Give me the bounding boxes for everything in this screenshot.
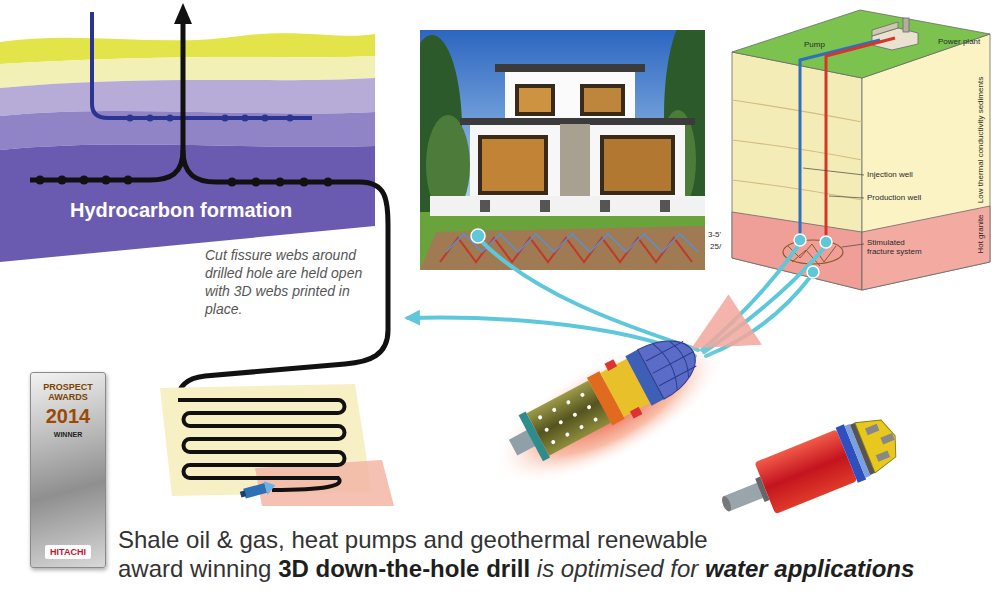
note-text: Cut fissure webs around drilled hole are… <box>205 246 367 318</box>
node-text: WINNER <box>54 431 82 438</box>
application-dots <box>471 229 832 278</box>
caption-text: is optimised for <box>537 554 698 583</box>
node-text: PROSPECT AWARDS <box>35 383 101 403</box>
well-pipes <box>783 38 895 266</box>
house-picture <box>420 30 705 270</box>
geology-panel <box>0 33 375 262</box>
part-name: Injection well <box>867 170 913 179</box>
part-name: Production well <box>867 193 921 202</box>
node-text: HITACHI <box>45 545 91 559</box>
part-name: Stimulated fracture system <box>867 238 931 256</box>
dimension-text: 3-5' <box>708 230 721 239</box>
layer-name: Hot granite <box>976 214 985 253</box>
award-trophy: PROSPECT AWARDS2014WINNER HITACHI <box>30 372 106 568</box>
drill-head-small <box>712 408 906 533</box>
geothermal-block <box>732 10 990 290</box>
application-arrows <box>408 240 824 356</box>
fracture-points <box>36 176 333 187</box>
layer-name: Low thermal conductivity sediments <box>976 77 985 203</box>
part-name: Pump <box>804 40 825 49</box>
ground-loop <box>160 384 394 506</box>
drill-head-large <box>473 290 778 513</box>
dimension-text: 25/ <box>710 242 721 251</box>
part-name: Power plant <box>938 37 980 46</box>
caption-line: Shale oil & gas, heat pumps and geotherm… <box>118 525 914 554</box>
caption-text: 3D down-the-hole drill <box>278 554 530 583</box>
caption-text: water applications <box>705 554 914 583</box>
drill-path <box>30 22 388 400</box>
caption-text: Shale oil & gas, heat pumps and geotherm… <box>118 525 708 554</box>
node-text: Hydrocarbon formation <box>70 198 292 222</box>
caption-text: award winning <box>118 554 271 583</box>
node-text: 2014 <box>46 405 91 427</box>
leader-lines <box>803 168 864 247</box>
caption-block: Shale oil & gas, heat pumps and geotherm… <box>118 525 914 584</box>
flow-arrowhead <box>174 3 192 24</box>
gas-well-pipe <box>92 12 312 122</box>
formation-band: Hydrocarbon formation <box>62 194 300 226</box>
caption-line: award winning3D down-the-hole drillis op… <box>118 554 914 583</box>
